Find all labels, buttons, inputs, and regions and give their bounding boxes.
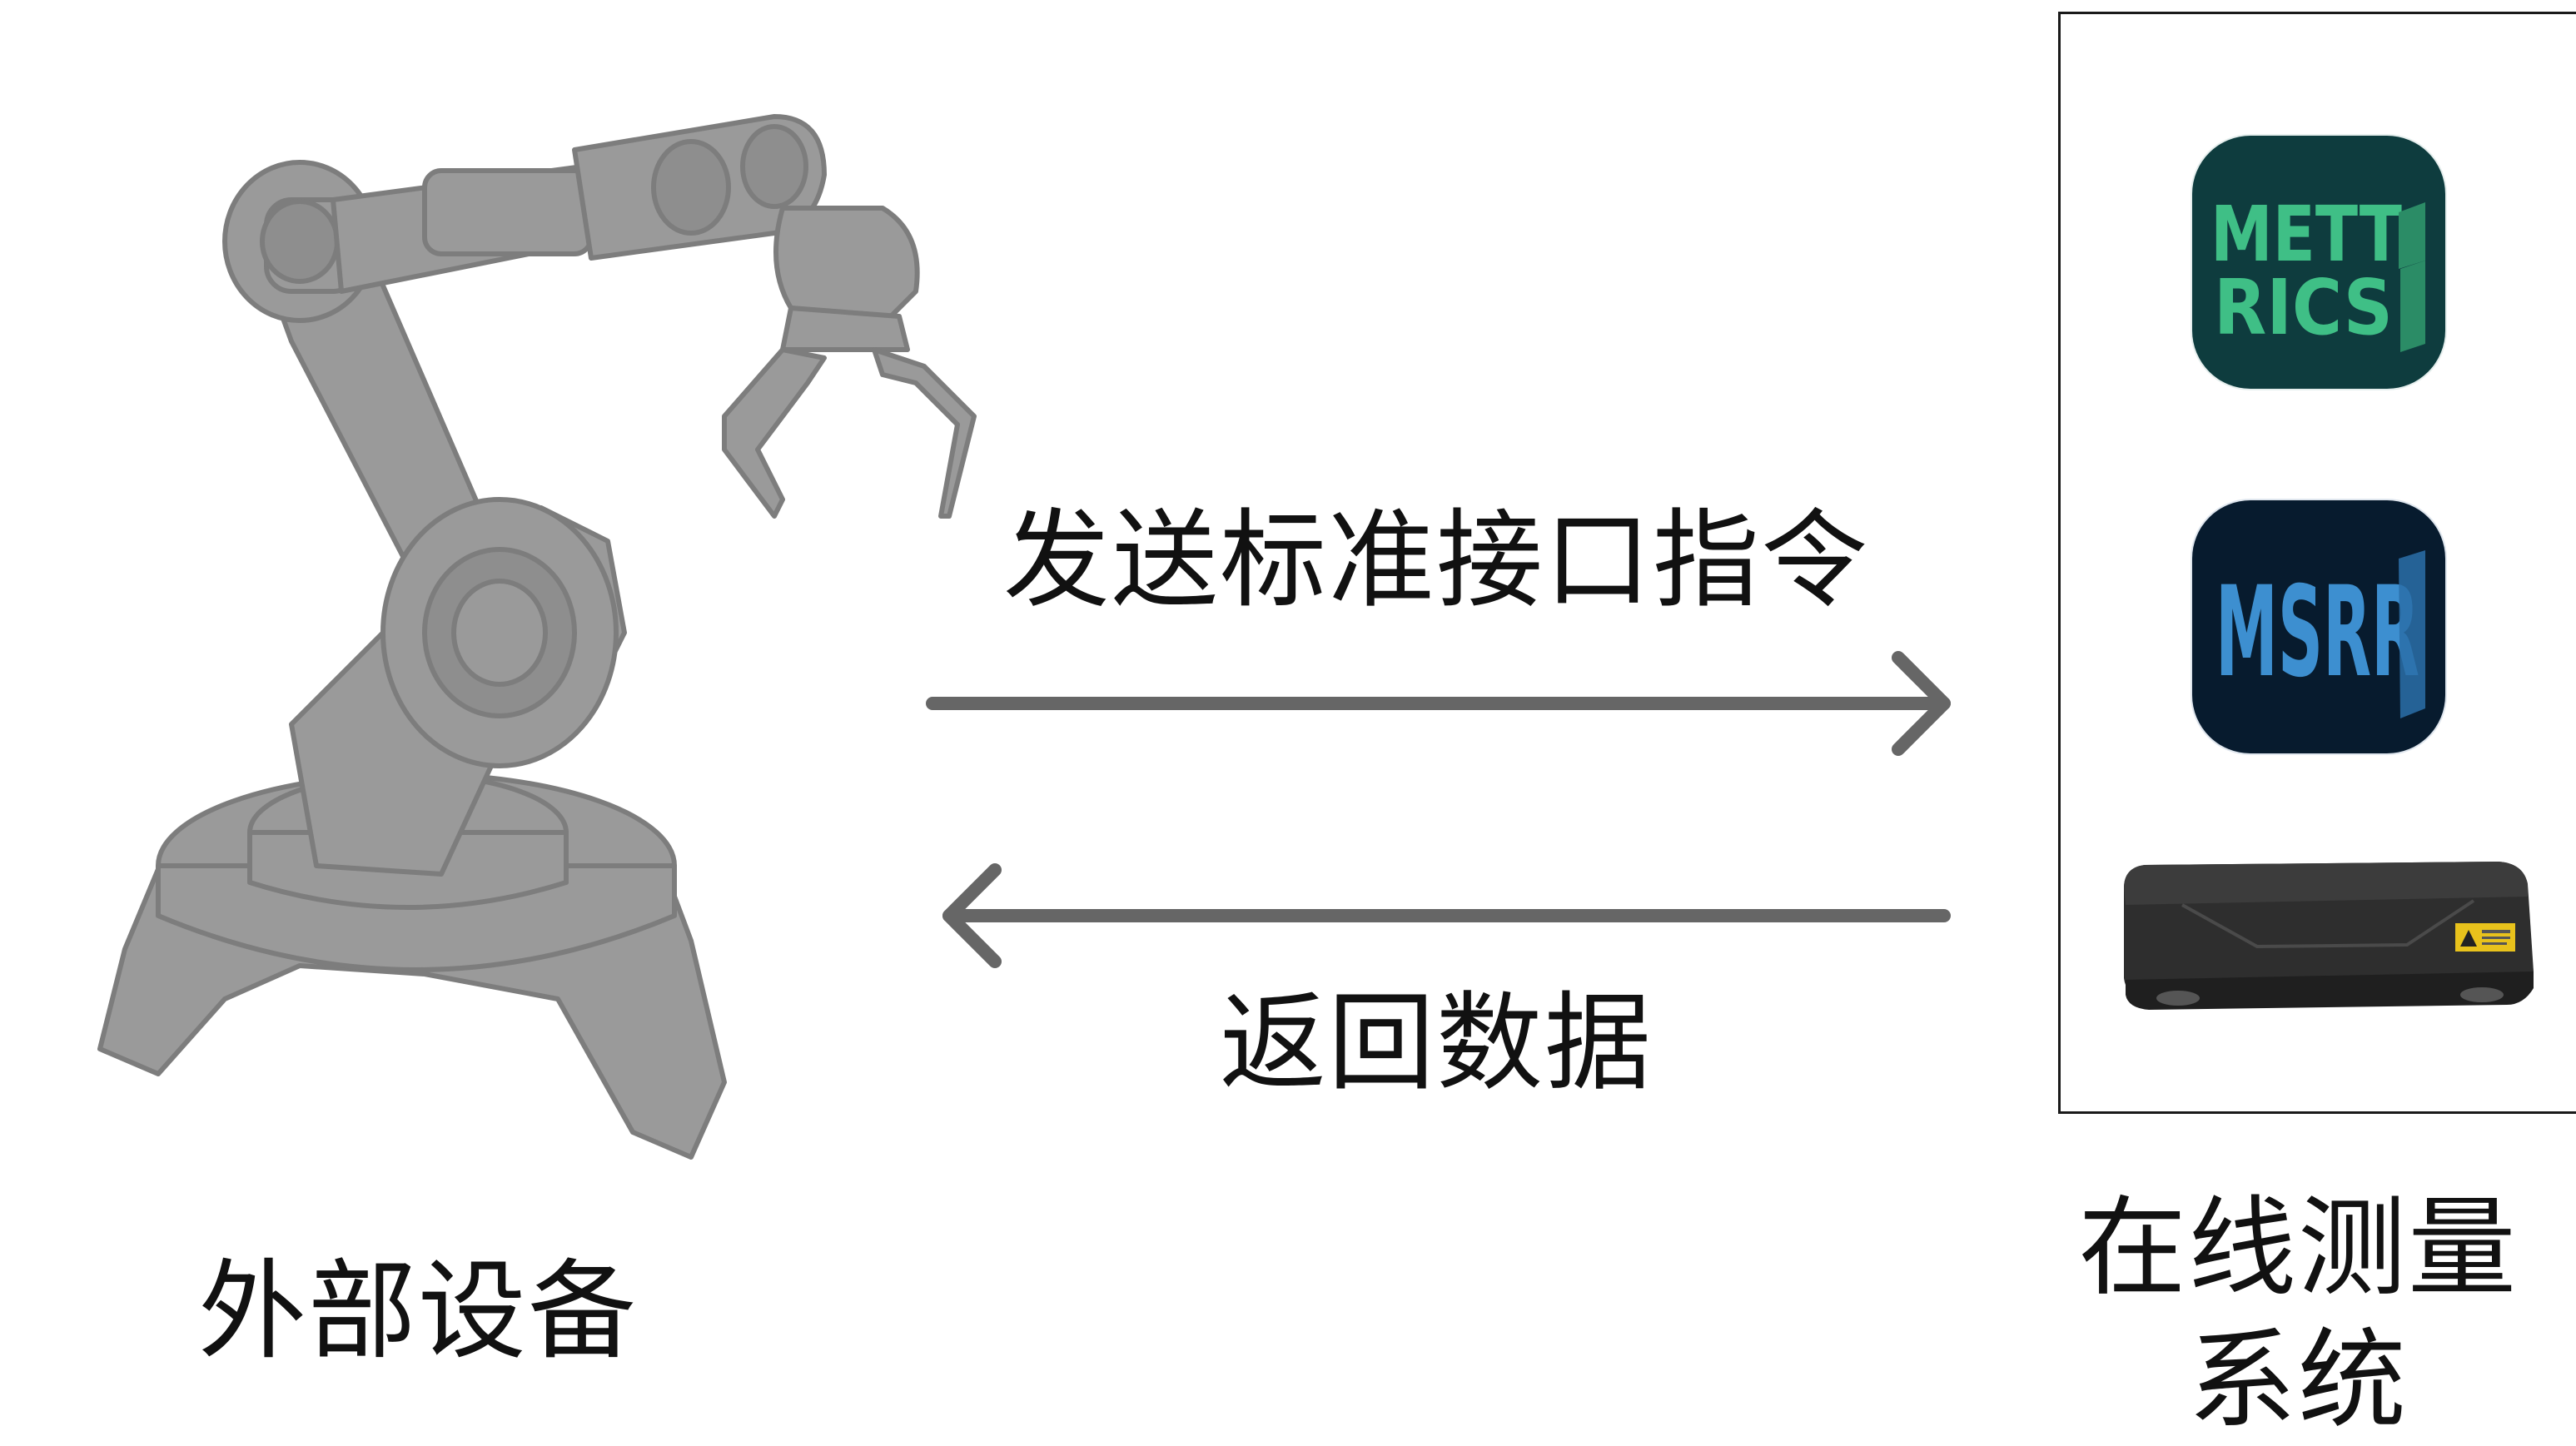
robot-gripper-left (722, 347, 827, 519)
return-arrowhead (942, 863, 1002, 968)
msra-icon-text: MSRR (2215, 560, 2419, 705)
robot-gripper-right (872, 347, 977, 519)
return-data-label: 返回数据 (1220, 981, 1654, 1106)
measurement-system-label: 在线测量系统 (2077, 1185, 2518, 1444)
send-arrowhead (1892, 651, 1951, 756)
metrics-app-icon: METT RICS (2192, 136, 2445, 389)
send-command-label: 发送标准接口指令 (1003, 499, 1870, 623)
3d-scanner-device (2124, 862, 2534, 1010)
measurement-system-box: METT RICS MSRR (2058, 12, 2576, 1114)
metrics-icon-line2: RICS (2214, 263, 2393, 352)
metrics-icon-line1: METT (2210, 190, 2402, 279)
msra-app-icon: MSRR (2192, 500, 2445, 753)
robot-arm-illustration (97, 114, 977, 1160)
communication-arrows (926, 651, 1951, 968)
external-device-label: 外部设备 (198, 1248, 639, 1374)
